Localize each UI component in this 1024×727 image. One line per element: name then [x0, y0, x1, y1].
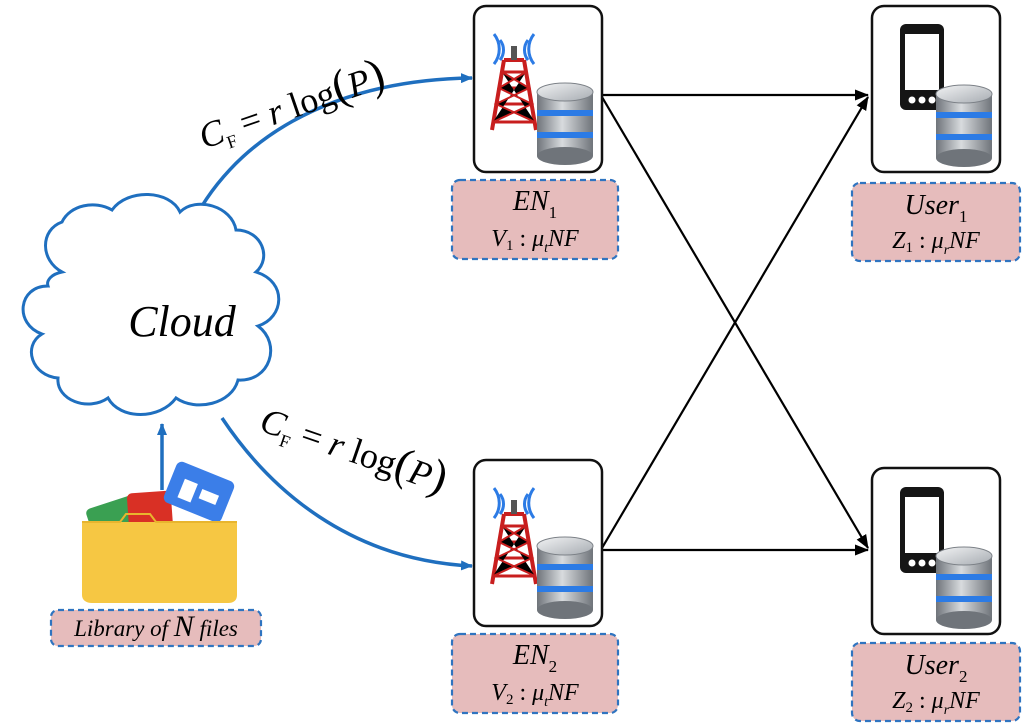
edge-node-2-label-box	[450, 632, 620, 715]
user-1-name: User1	[905, 190, 968, 226]
database-icon	[935, 546, 993, 630]
edge-node-1-label-box	[450, 178, 620, 261]
user-2-label-box	[850, 641, 1022, 723]
user-1-label-box	[850, 181, 1022, 263]
fronthaul-arrow-top	[186, 73, 473, 233]
database-icon	[536, 82, 594, 166]
database-icon	[536, 536, 594, 620]
edge-node-1-name: EN1	[512, 186, 557, 222]
cloud-shape: Cloud	[21, 193, 281, 416]
library-label-box	[49, 608, 263, 648]
user-2-name: User2	[905, 650, 968, 686]
fronthaul-arrow-bottom	[220, 417, 473, 571]
svg-text:CF = r log(P): CF = r log(P)	[191, 47, 392, 160]
fronthaul-formula-bottom: CF = r log(P)	[254, 391, 455, 504]
edge-node-1	[472, 4, 604, 174]
database-icon	[935, 84, 993, 168]
edge-node-2-cache: V2 : μtNF	[491, 680, 579, 710]
user-1-cache: Z1 : μrNF	[892, 228, 980, 258]
user-2	[870, 466, 1002, 636]
cloud-label: Cloud	[128, 297, 237, 346]
edge-node-1-cache: V1 : μtNF	[491, 226, 579, 256]
user-1	[870, 4, 1002, 174]
link-en2-user1	[601, 96, 869, 549]
folder-icon	[82, 461, 237, 603]
fronthaul-formula-top: CF = r log(P)	[191, 47, 392, 160]
svg-text:CF = r log(P): CF = r log(P)	[254, 391, 455, 504]
library-label: Library of N files	[73, 610, 238, 643]
edge-node-2	[472, 458, 604, 628]
edge-node-2-name: EN2	[512, 640, 557, 676]
user-2-cache: Z2 : μrNF	[892, 688, 980, 718]
